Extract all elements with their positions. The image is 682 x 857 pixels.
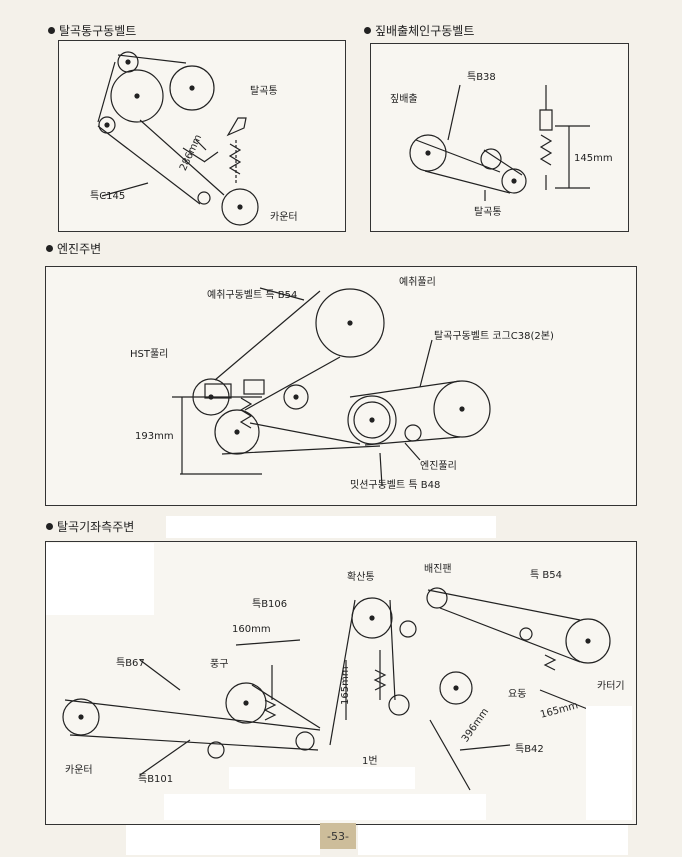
redaction-block [358, 825, 628, 855]
label-belt-b38: 특B38 [467, 72, 496, 83]
diagram-thresher-frame [62, 587, 611, 791]
label-fan: 풍구 [210, 659, 229, 670]
label-belt-b42: 특B42 [515, 744, 544, 755]
redaction-block [126, 825, 320, 855]
diagram-thresher-drum [97, 51, 259, 226]
label-dimension-193: 193mm [135, 431, 174, 442]
section-title-straw-discharge: 짚배출체인구동벨트 [364, 22, 474, 39]
label-diffuser: 확산통 [347, 572, 375, 583]
diagram-straw-discharge [409, 84, 590, 201]
label-dimension-160: 160mm [232, 624, 271, 635]
diagram-frame-engine [45, 266, 637, 506]
section-title-text: 짚배출체인구동벨트 [375, 24, 475, 38]
label-belt-c145: 특C145 [90, 191, 126, 202]
label-belt-b54: 특 B54 [530, 570, 562, 581]
label-dimension-145: 145mm [574, 153, 613, 164]
label-yodong: 요동 [508, 689, 527, 700]
section-title-text: 탈곡통구동벨트 [59, 24, 137, 38]
label-engine-pulley: 엔진풀리 [420, 461, 457, 472]
label-cutter: 카터기 [597, 681, 625, 692]
label-counter-2: 카운터 [65, 765, 93, 776]
label-belt-b67: 특B67 [116, 658, 145, 669]
bullet-icon [364, 27, 371, 34]
page-number: -53- [320, 823, 356, 849]
label-thresher-drum: 탈곡통 [250, 86, 278, 97]
redaction-block [229, 767, 415, 789]
label-mission-belt: 밋션구동벨트 특 B48 [350, 480, 441, 491]
redaction-block [164, 794, 486, 820]
bullet-icon [46, 523, 53, 530]
label-precleaner-belt: 예취구동벨트 특 B54 [207, 290, 298, 301]
redaction-block [586, 706, 632, 820]
section-title-thresher-drum: 탈곡통구동벨트 [48, 22, 136, 39]
label-hst-pulley: HST풀리 [130, 349, 169, 360]
redaction-block [46, 543, 154, 615]
label-belt-b106: 특B106 [252, 599, 288, 610]
label-thresher-belt: 탈곡구동벨트 코그C38(2본) [434, 331, 554, 342]
bullet-icon [46, 245, 53, 252]
diagram-frame-thresher-drum [58, 40, 346, 232]
redaction-block [166, 516, 496, 538]
label-belt-b101: 특B101 [138, 774, 174, 785]
label-exhaust-fan: 배진팬 [424, 564, 452, 575]
bullet-icon [48, 27, 55, 34]
label-thresher-drum-2: 탈곡통 [474, 207, 502, 218]
label-counter: 카운터 [270, 212, 298, 223]
label-precleaner-pulley: 예취풀리 [399, 277, 436, 288]
label-no1: 1번 [362, 756, 378, 767]
diagram-frame-straw-discharge [370, 43, 629, 232]
section-title-engine: 엔진주변 [46, 240, 101, 257]
section-title-text: 탈곡기좌측주변 [57, 520, 135, 534]
diagram-engine [172, 287, 491, 487]
label-dimension-165-vertical: 165mm [340, 666, 351, 705]
section-title-thresher-frame: 탈곡기좌측주변 [46, 518, 134, 535]
label-straw: 짚배출 [390, 94, 418, 105]
section-title-text: 엔진주변 [57, 242, 102, 256]
